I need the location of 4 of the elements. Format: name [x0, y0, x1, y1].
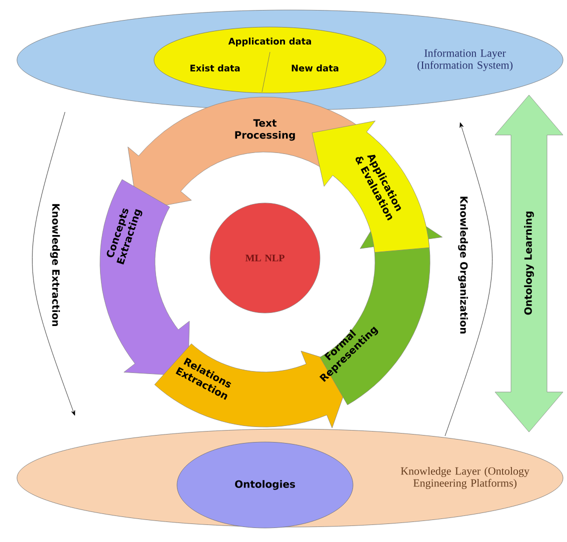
curved-arrow [444, 122, 492, 436]
curved-arrow [32, 112, 76, 416]
edge-label: Knowledge Extraction [50, 204, 60, 326]
edge-label: Knowledge Organization [458, 196, 468, 334]
